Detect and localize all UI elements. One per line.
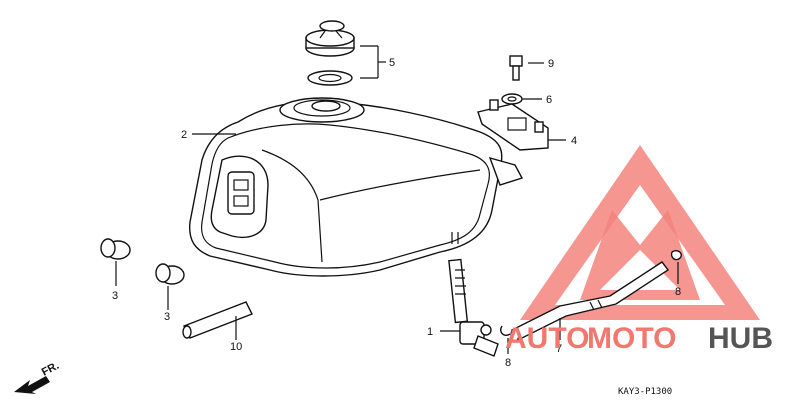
drain-tube bbox=[182, 301, 253, 339]
hose-clips bbox=[500, 249, 682, 336]
callout-8a: 8 bbox=[505, 357, 511, 369]
callout-5: 5 bbox=[389, 57, 395, 69]
watermark-auto: AUTO bbox=[505, 322, 589, 355]
callout-3a: 3 bbox=[112, 290, 118, 302]
callout-9: 9 bbox=[548, 58, 554, 70]
front-direction-arrow: FR. bbox=[14, 360, 61, 394]
diagram-code: KAY3-P1300 bbox=[618, 387, 672, 397]
callout-10: 10 bbox=[230, 341, 242, 353]
callout-2: 2 bbox=[181, 129, 187, 141]
callout-1: 1 bbox=[427, 326, 433, 338]
leader-lines bbox=[115, 45, 679, 354]
rubber-grommets bbox=[100, 238, 185, 285]
fuel-hose bbox=[510, 261, 670, 342]
watermark-hub: HUB bbox=[708, 322, 773, 355]
fuel-tank bbox=[188, 97, 524, 277]
callout-6: 6 bbox=[546, 94, 552, 106]
watermark-text: AUTO MOTO HUB bbox=[505, 322, 773, 355]
callout-8b: 8 bbox=[675, 286, 681, 298]
callout-4: 4 bbox=[571, 135, 577, 147]
callout-3b: 3 bbox=[164, 311, 170, 323]
mounting-hardware bbox=[477, 55, 549, 151]
callout-labels: 1 2 3 3 4 5 6 7 8 8 9 10 bbox=[112, 57, 681, 369]
fuel-cap bbox=[305, 20, 355, 86]
fuel-valve bbox=[448, 258, 499, 357]
watermark-logo bbox=[520, 145, 760, 320]
watermark-moto: MOTO bbox=[587, 322, 676, 355]
front-marker-label: FR. bbox=[40, 360, 61, 379]
callout-7: 7 bbox=[556, 343, 562, 355]
